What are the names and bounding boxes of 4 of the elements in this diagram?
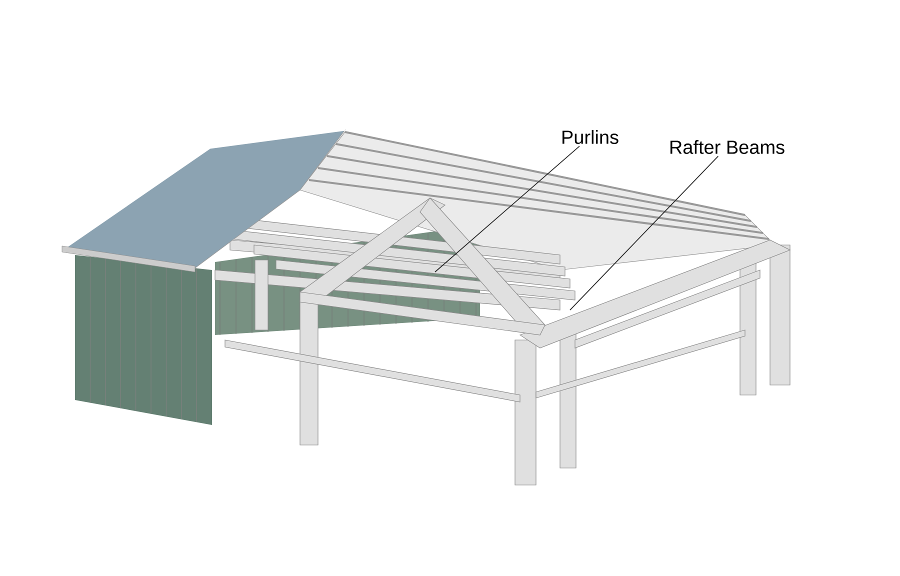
leader-line [434,146,580,272]
leader-line [570,156,719,310]
part-label: Purlins [562,130,618,144]
part-label: Rafter Beams [670,140,784,154]
